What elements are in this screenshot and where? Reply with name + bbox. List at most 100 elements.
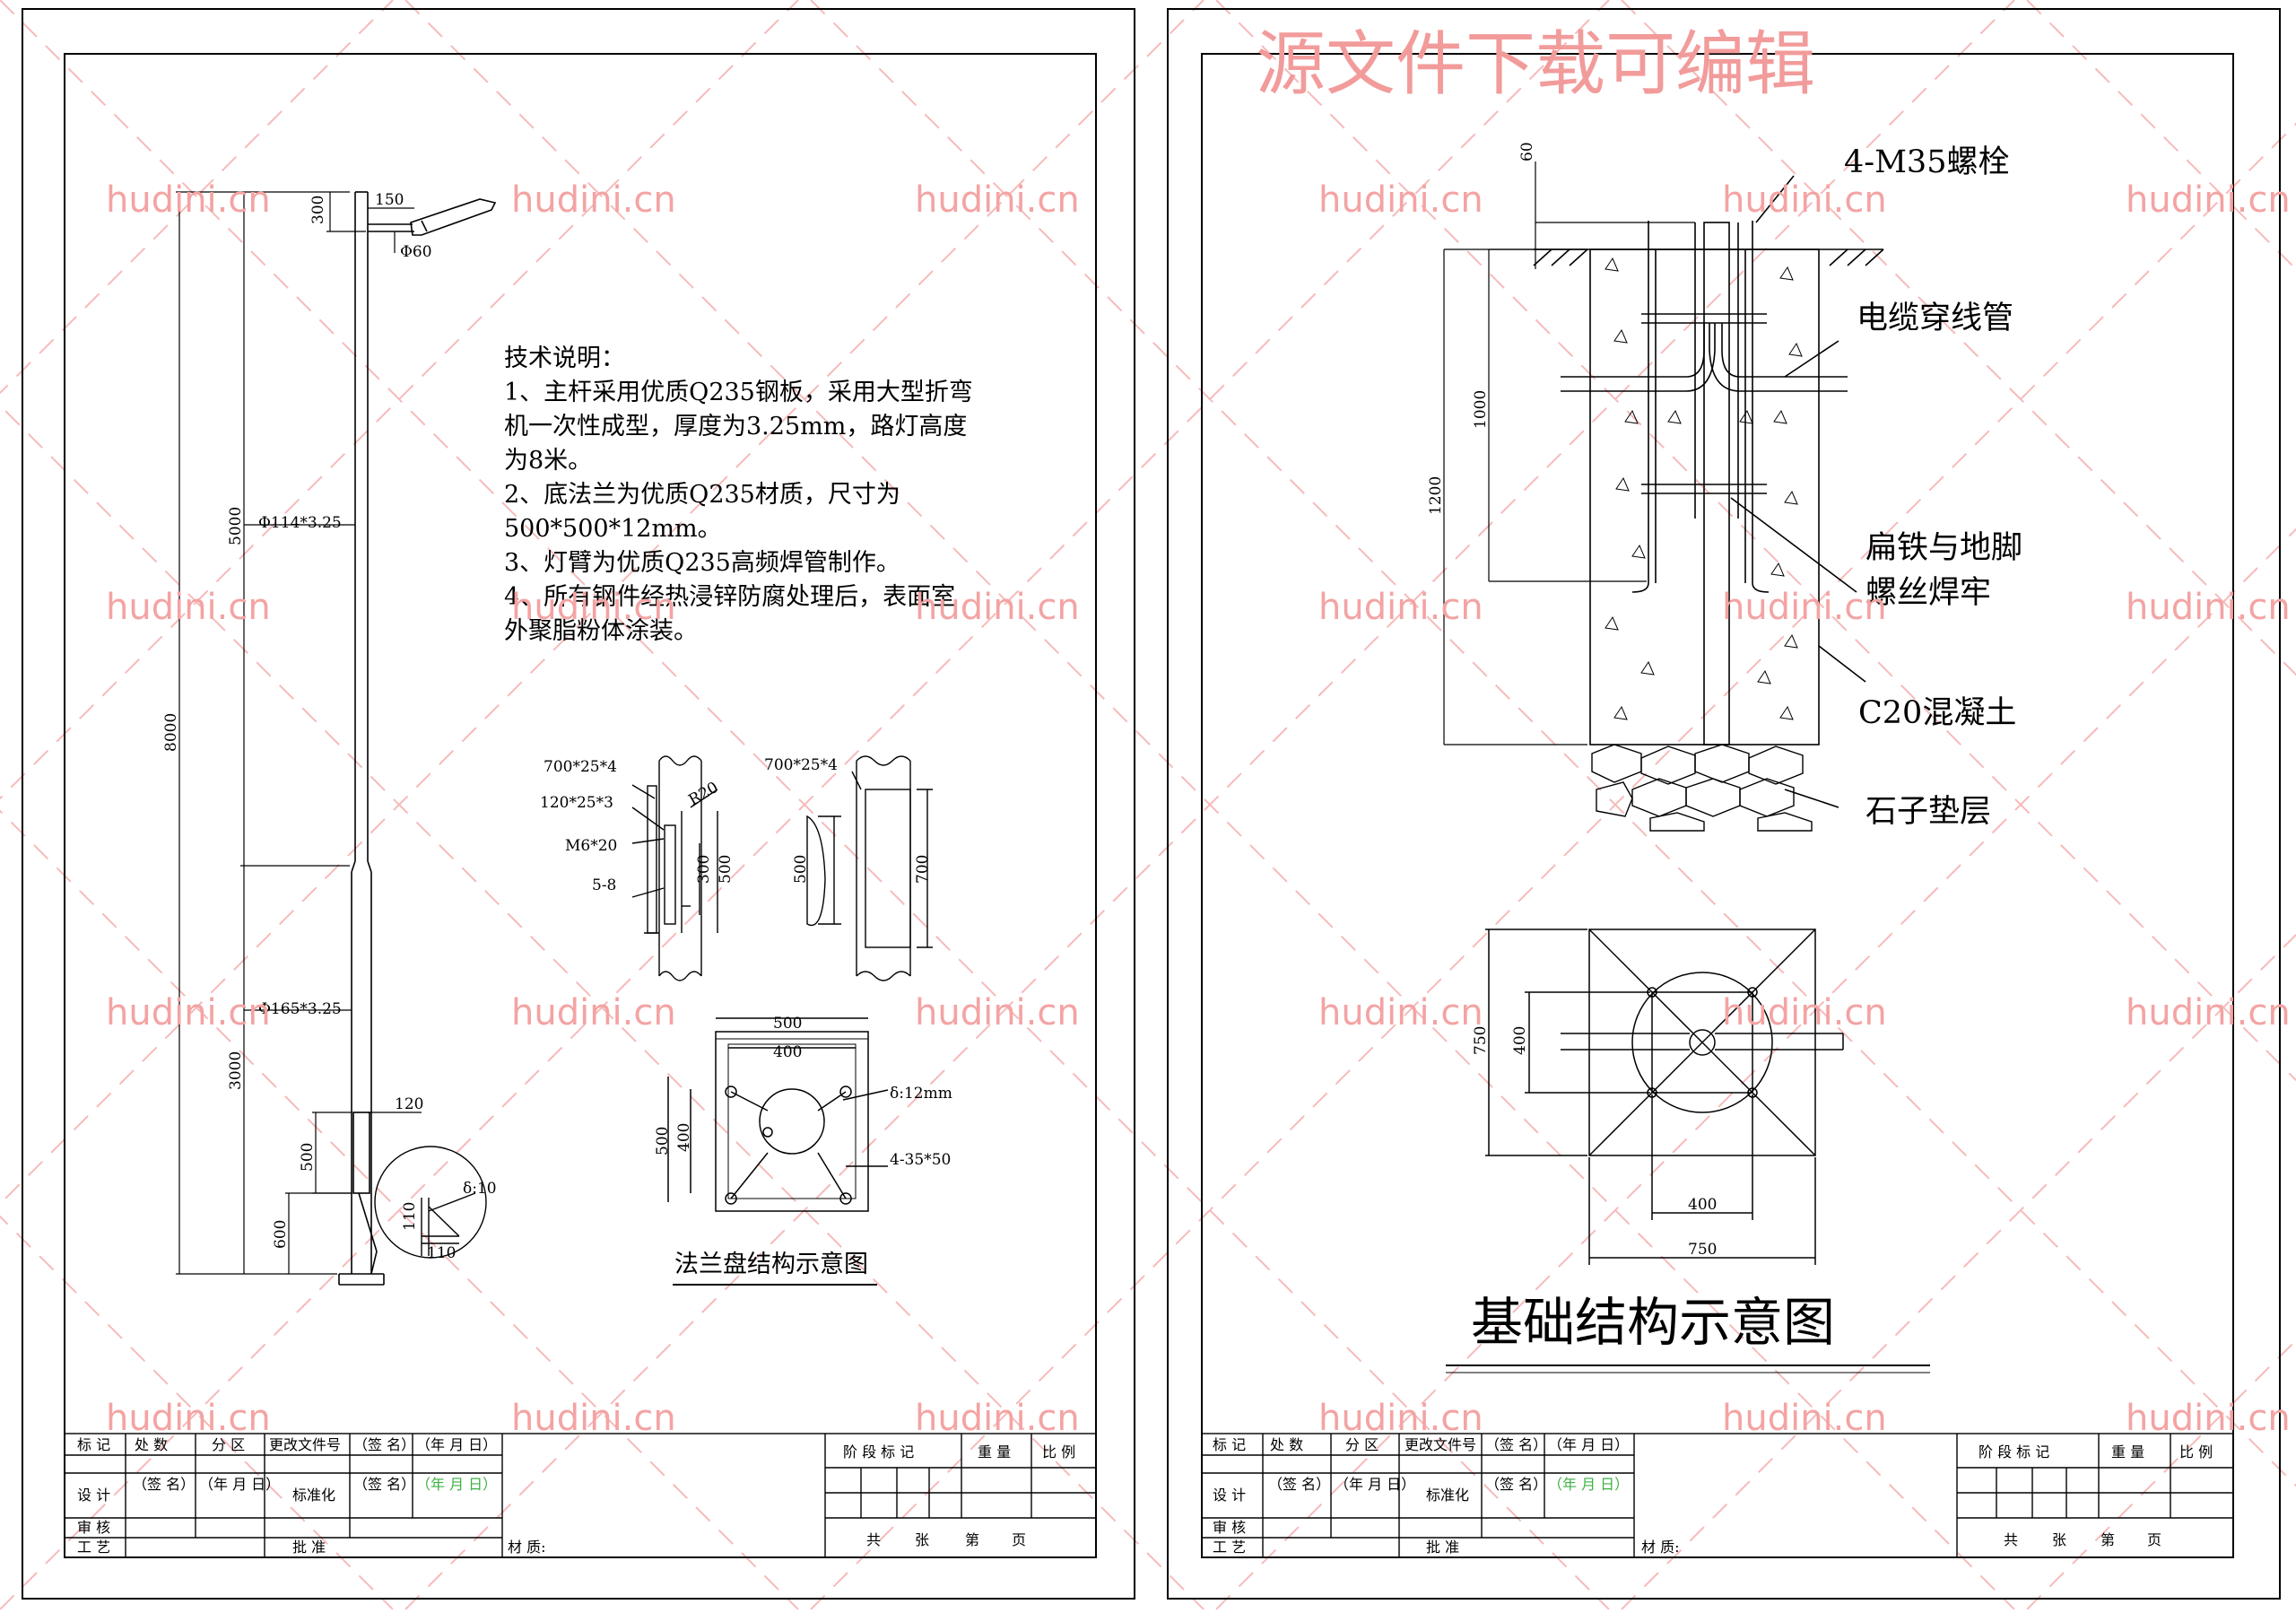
concrete-aggregate	[1784, 633, 1798, 649]
concrete-aggregate	[1613, 328, 1628, 344]
lamp-arm	[368, 198, 497, 236]
concrete-aggregate	[1631, 544, 1646, 559]
watermark-text: hudini.cn	[511, 992, 676, 1033]
watermark-text: hudini.cn	[2126, 179, 2291, 221]
note-line-4: 2、底法兰为优质Q235材质，尺寸为	[504, 481, 900, 509]
concrete-aggregate	[1757, 669, 1771, 684]
watermark-text: hudini.cn	[106, 992, 271, 1033]
concrete-aggregate	[1739, 409, 1753, 424]
rtb-gengai: 更改文件号	[1405, 1436, 1476, 1453]
watermark-line	[0, 0, 1205, 1206]
watermark-text: hudini.cn	[2126, 587, 2291, 628]
rtb-nianyueri2: （年 月 日）	[1335, 1476, 1415, 1493]
watermark-text: hudini.cn	[1318, 179, 1483, 221]
tb-jieduan: 阶 段 标 记	[843, 1443, 914, 1460]
watermark-line	[0, 0, 394, 395]
label-500: 500	[717, 855, 735, 884]
flange-w500: 500	[773, 1015, 802, 1033]
watermark-line	[810, 0, 2296, 1487]
right-sheet	[1167, 8, 2281, 1600]
tb-fenqu: 分 区	[212, 1436, 245, 1453]
watermark-texts: hudini.cn hudini.cn hudini.cn hudini.cn hudi…	[106, 179, 2291, 1439]
rtb-jieduan: 阶 段 标 记	[1979, 1443, 2049, 1460]
rtb-chushu: 处 数	[1270, 1436, 1303, 1453]
watermark-text: hudini.cn	[1318, 1398, 1483, 1439]
label-flat-iron-2: 螺丝焊牢	[1866, 575, 1991, 611]
dim-400-vertical: 400	[1511, 1026, 1529, 1055]
tb-cailiao: 材 质:	[508, 1539, 545, 1556]
tb-zhongliang: 重 量	[978, 1443, 1011, 1460]
concrete-aggregate	[1640, 660, 1655, 676]
dim-150: 150	[375, 191, 404, 209]
flange-plate	[667, 1017, 889, 1212]
concrete-hatch	[1605, 257, 1803, 720]
concrete-aggregate	[1779, 266, 1794, 281]
rtb-pizhun: 批 准	[1426, 1539, 1459, 1556]
right-title-block-text: 标 记 处 数 分 区 更改文件号 （签 名） （年 月 日） 设 计 （签 名…	[1213, 1436, 2213, 1556]
tb-shenhe: 审 核	[77, 1519, 110, 1536]
label-plate-120: 120*25*3	[540, 794, 613, 812]
foundation-section	[1533, 175, 1884, 808]
rtb-qianming2: （签 名）	[1268, 1476, 1330, 1493]
flange-delta12: δ:12mm	[890, 1085, 952, 1103]
label-r20: R20	[686, 779, 722, 810]
dim-750-horizontal: 750	[1688, 1241, 1717, 1259]
watermark-text: hudini.cn	[1318, 992, 1483, 1033]
rtb-ye: 页	[2147, 1531, 2161, 1548]
watermark-line	[404, 0, 2015, 1610]
label-500b: 500	[792, 855, 810, 884]
concrete-aggregate	[1770, 562, 1785, 577]
tb-nianyueri3: （年 月 日）	[416, 1476, 497, 1493]
watermark-line	[810, 122, 2296, 1610]
watermark-text: hudini.cn	[2126, 992, 2291, 1033]
dim-8000: 8000	[162, 713, 180, 752]
rtb-fenqu: 分 区	[1345, 1436, 1378, 1453]
dim-400-horizontal: 400	[1688, 1196, 1717, 1214]
rtb-biaozhunhua: 标准化	[1426, 1487, 1469, 1504]
left-outer-frame	[22, 8, 1135, 1600]
dim-delta10: δ:10	[463, 1180, 497, 1198]
rtb-qianming: （签 名）	[1485, 1436, 1547, 1453]
watermark-text: hudini.cn	[915, 587, 1080, 628]
watermark-text: hudini.cn	[1318, 587, 1483, 628]
watermark-text: hudini.cn	[915, 992, 1080, 1033]
dim-5000: 5000	[227, 507, 245, 545]
left-title-block-text: 标 记 处 数 分 区 更改文件号 （签 名） （年 月 日） 设 计 （签 名…	[77, 1436, 1075, 1556]
tb-gong: 共	[866, 1531, 881, 1548]
foundation-dimension-labels: 60 1000 1200 750 400 400 750	[1427, 142, 1717, 1259]
label-concrete: C20混凝土	[1858, 695, 2016, 731]
right-title-block	[1201, 1433, 2234, 1558]
dim-500: 500	[299, 1143, 317, 1172]
dim-300: 300	[309, 196, 327, 224]
clamp-detail-right	[806, 755, 933, 981]
watermark-title: 源文件下载可编辑	[1256, 24, 1815, 105]
watermark-text: hudini.cn	[1722, 1398, 1887, 1439]
dim-60: 60	[1518, 142, 1536, 161]
tb-ye: 页	[1012, 1531, 1026, 1548]
concrete-aggregate	[1779, 705, 1794, 720]
foundation-dimension-lines	[1443, 161, 1695, 745]
concrete-aggregate	[1613, 705, 1628, 720]
note-line-6: 3、灯臂为优质Q235高频焊管制作。	[504, 549, 900, 577]
tb-gongyi: 工 艺	[77, 1539, 110, 1556]
dim-120: 120	[395, 1095, 423, 1113]
dim-600: 600	[272, 1220, 290, 1249]
dim-phi165: Φ165*3.25	[258, 1000, 342, 1018]
concrete-aggregate	[1615, 476, 1630, 492]
tb-zhang: 张	[915, 1531, 929, 1548]
rtb-biaoji: 标 记	[1213, 1436, 1246, 1453]
watermark-line	[0, 1215, 394, 1610]
watermark-text: hudini.cn	[915, 179, 1080, 221]
tb-qianming2: （签 名）	[133, 1476, 195, 1493]
note-line-5: 500*500*12mm。	[504, 515, 722, 543]
watermark-text: hudini.cn	[1722, 179, 1887, 221]
dim-110b: 110	[427, 1244, 456, 1262]
gravel-layer	[1591, 744, 1813, 832]
tb-qianming3: （签 名）	[353, 1476, 415, 1493]
label-700: 700	[914, 855, 932, 884]
rtb-sheji: 设 计	[1213, 1487, 1246, 1504]
concrete-aggregate	[1667, 409, 1682, 424]
watermark-line	[2026, 1338, 2296, 1610]
label-bolts: 4-M35螺栓	[1844, 144, 2009, 180]
